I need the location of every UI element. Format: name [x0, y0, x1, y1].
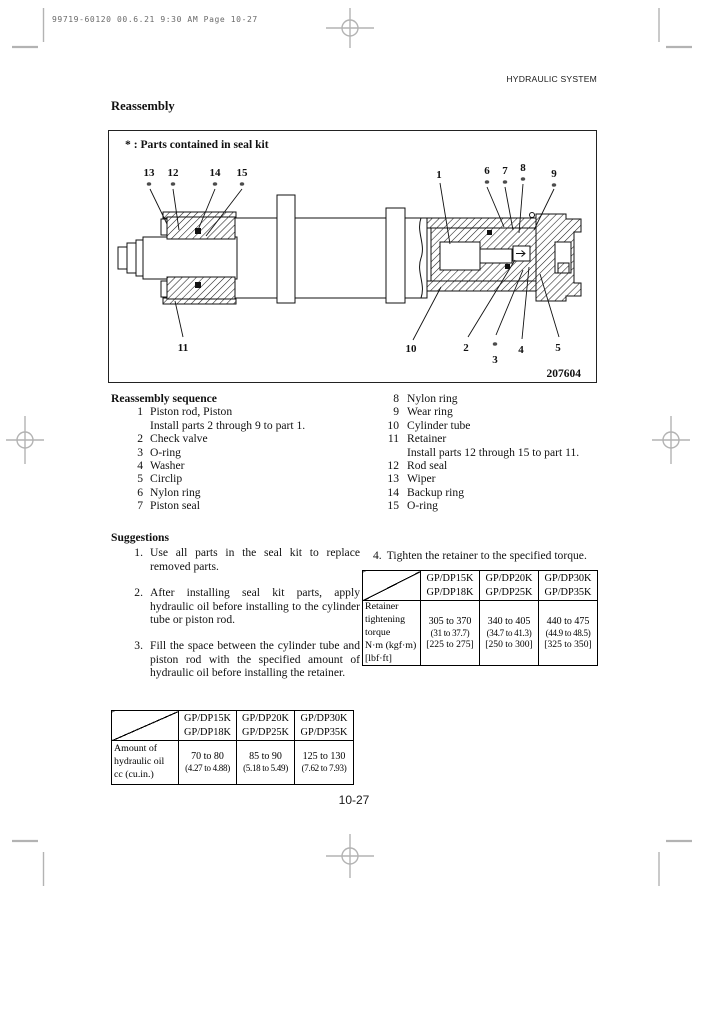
value-cell: 440 to 475(44.9 to 48.5)[325 to 350] — [538, 599, 598, 667]
figure-box: 13 12 14 15 * * * * 1 6 7 8 9 * * * * 11… — [108, 130, 597, 383]
part-label: 9 — [551, 168, 557, 180]
suggestions-section: Suggestions 1.Use all parts in the seal … — [111, 531, 363, 693]
proof-header: 99719-60120 00.6.21 9:30 AM Page 10-27 — [52, 15, 258, 24]
figure-caption: * : Parts contained in seal kit — [125, 138, 269, 151]
seal-kit-asterisk: * — [212, 180, 218, 192]
seal-kit-asterisk: * — [551, 181, 557, 193]
part-label: 4 — [518, 344, 524, 356]
seal-kit-asterisk: * — [492, 340, 498, 352]
seal-kit-asterisk: * — [170, 180, 176, 192]
leader-lines — [149, 182, 560, 341]
cylinder-diagram: 13 12 14 15 * * * * 1 6 7 8 9 * * * * 11… — [117, 162, 582, 380]
suggestion-item: 4. Tighten the retainer to the specified… — [373, 549, 587, 562]
value-cell: 125 to 130(7.62 to 7.93) — [294, 740, 354, 785]
part-label: 10 — [406, 343, 418, 355]
suggestions-heading: Suggestions — [111, 531, 169, 544]
suggestion-item: 1.Use all parts in the seal kit to repla… — [134, 546, 360, 573]
section-header: HYDRAULIC SYSTEM — [506, 74, 597, 84]
part-label: 12 — [168, 167, 180, 179]
part-label: 1 — [436, 169, 442, 181]
seal-kit-asterisk: * — [484, 178, 490, 190]
list-item-note: Install parts 2 through 9 to part 1. — [150, 418, 306, 432]
part-label: 5 — [555, 342, 561, 354]
seal-kit-asterisk: * — [239, 180, 245, 192]
part-label: 3 — [492, 354, 498, 366]
suggestion-item: 3.Fill the space between the cylinder tu… — [134, 639, 360, 680]
part-label: 13 — [144, 167, 156, 179]
page-number: 10-27 — [338, 793, 370, 807]
cylinder-drawing — [117, 182, 582, 341]
part-label: 8 — [520, 162, 526, 174]
diagonal-cell — [111, 710, 179, 741]
value-cell: 340 to 405(34.7 to 41.3)[250 to 300] — [479, 599, 539, 667]
diagonal-cell — [362, 570, 421, 601]
sequence-heading: Reassembly sequence — [111, 392, 217, 405]
figure-number: 207604 — [547, 368, 582, 380]
part-label: 2 — [463, 342, 469, 354]
value-cell: 305 to 370(31 to 37.7)[225 to 275] — [420, 599, 480, 667]
seal-kit-asterisk: * — [520, 175, 526, 187]
value-cell: 70 to 80(4.27 to 4.88) — [178, 740, 237, 785]
page-title: Reassembly — [111, 99, 175, 113]
seal-kit-asterisk: * — [502, 178, 508, 190]
part-label: 11 — [178, 342, 188, 354]
suggestion-item: 2.After installing seal kit parts, apply… — [134, 586, 360, 627]
seal-kit-asterisk: * — [146, 180, 152, 192]
list-item-note: Install parts 12 through 15 to part 11. — [407, 445, 580, 459]
part-label: 7 — [502, 165, 508, 177]
part-label: 6 — [484, 165, 490, 177]
part-label: 14 — [210, 167, 222, 179]
value-cell: 85 to 90(5.18 to 5.49) — [236, 740, 295, 785]
part-label: 15 — [237, 167, 249, 179]
